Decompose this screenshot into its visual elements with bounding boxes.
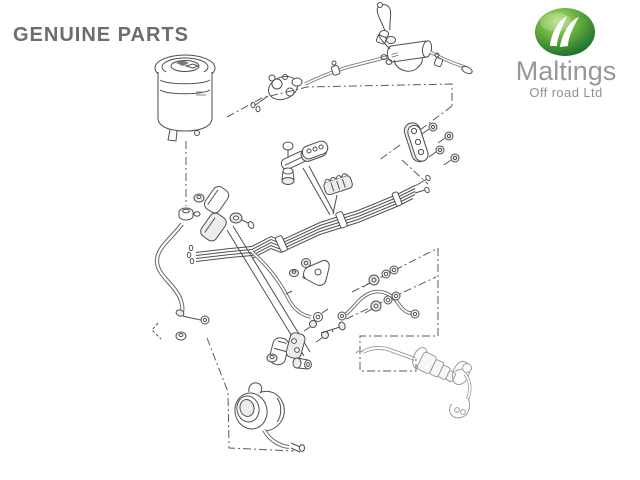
injection-pump-with-lever (355, 345, 472, 419)
brand-logo: Maltings Off road Ltd (500, 4, 632, 100)
page-title: GENUINE PARTS (13, 24, 189, 46)
breather-housing (234, 382, 305, 453)
pipe-clip-blocks (280, 140, 353, 216)
logo-swoosh-icon (535, 8, 595, 56)
sedimenter-cylinder (377, 33, 433, 72)
pipe-clamp-cluster (266, 321, 346, 370)
logo-name: Maltings (515, 56, 617, 86)
boundary-top (226, 83, 453, 185)
fuel-filter-canister (154, 54, 216, 142)
chassis-pipe-assembly (250, 2, 473, 113)
bracket-bolts (421, 122, 460, 166)
flexible-hoses (250, 250, 420, 343)
boundary-bottom-right (359, 248, 439, 372)
union-bracket-with-banjo-bolt (289, 258, 330, 286)
banjo-bolts-and-washers (345, 247, 439, 320)
mounting-bracket-with-bolts (403, 122, 460, 166)
filter-leader-and-nut (178, 141, 201, 221)
fuel-pipe-bundle (186, 174, 431, 265)
left-return-hose (151, 222, 295, 452)
logo-subtitle: Off road Ltd (529, 85, 603, 100)
